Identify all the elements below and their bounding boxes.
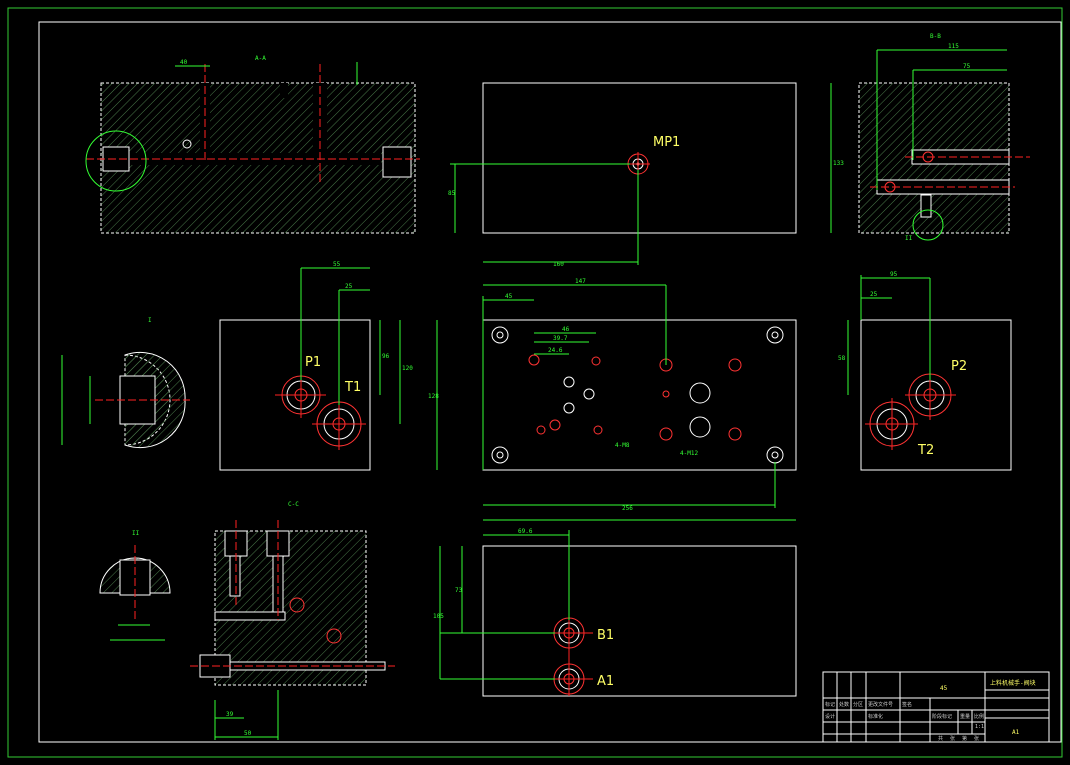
bb-dim-75: 75 xyxy=(963,63,971,70)
tb-mid-0: 阶段标记 xyxy=(932,713,952,720)
cc-dim-50: 50 xyxy=(244,730,252,737)
label-p2: P2 xyxy=(951,359,967,374)
tb-row-3: 更改文件号 xyxy=(868,701,893,708)
right-dim-58: 58 xyxy=(838,355,846,362)
section-aa: A-A 40 xyxy=(85,55,420,234)
tb-bot-0: 共 xyxy=(938,735,943,742)
aa-dim-40: 40 xyxy=(180,59,188,66)
tb-mid-2: 比例 xyxy=(974,713,984,720)
inner-border xyxy=(38,21,1062,743)
left-dim-120: 120 xyxy=(402,365,413,372)
tb-sheet: A1 xyxy=(1012,729,1020,736)
tb-bot-2: 第 xyxy=(962,735,967,742)
bb-dim-115: 115 xyxy=(948,43,959,50)
front-view: 147 45 46 39.7 24.6 128 256 4-M8 4-M12 xyxy=(428,278,797,512)
outer-border xyxy=(7,7,1063,758)
tb-mid-1: 重量 xyxy=(960,713,970,720)
cc-dim-39: 39 xyxy=(226,711,234,718)
detail-1: I xyxy=(61,317,190,449)
bottom-dim-73: 73 xyxy=(455,587,463,594)
tb-bot-1: 张 xyxy=(950,735,955,742)
front-dim-4m12: 4-M12 xyxy=(680,450,698,457)
label-b1: B1 xyxy=(597,628,614,643)
front-dim-24-6: 24.6 xyxy=(548,347,563,354)
tb-row-2: 分区 xyxy=(853,701,863,708)
detail-2-title: II xyxy=(132,530,140,537)
tb-scale: 1:1 xyxy=(975,724,984,730)
top-dim-133: 133 xyxy=(833,160,844,167)
label-t2: T2 xyxy=(917,443,934,458)
tb-row-1: 处数 xyxy=(839,701,849,708)
section-cc: C-C 39 50 xyxy=(190,501,395,740)
left-dim-96: 96 xyxy=(382,353,390,360)
label-mp1: MP1 xyxy=(653,135,680,150)
section-bb: B-B 115 75 II xyxy=(858,33,1030,242)
left-view: P1 T1 55 25 96 120 xyxy=(219,261,413,471)
tb-row-2-0: 设计 xyxy=(825,713,835,720)
left-dim-25: 25 xyxy=(345,283,353,290)
bottom-dim-69-6: 69.6 xyxy=(518,528,533,535)
bottom-view: B1 A1 69.6 73 105 xyxy=(433,519,797,697)
bb-title: B-B xyxy=(930,33,941,40)
front-dim-39-7: 39.7 xyxy=(553,335,568,342)
front-dim-256: 256 xyxy=(622,505,633,512)
mp1-dim-160: 160 xyxy=(553,261,564,268)
label-p1: P1 xyxy=(305,355,321,370)
front-dim-147: 147 xyxy=(575,278,586,285)
front-dim-45: 45 xyxy=(505,293,513,300)
bb-detail-2: II xyxy=(905,235,913,242)
tb-title: 上料机械手-阀块 xyxy=(990,679,1036,687)
front-dim-128: 128 xyxy=(428,393,439,400)
label-t1: T1 xyxy=(344,380,361,395)
cc-title: C-C xyxy=(288,501,299,508)
detail-2: II xyxy=(99,530,171,641)
title-block: 45 上料机械手-阀块 A1 1:1 标记 处数 分区 更改文件号 签名 设计 … xyxy=(822,671,1050,743)
bottom-dim-105: 105 xyxy=(433,613,444,620)
tb-row-2-1: 标准化 xyxy=(868,713,883,720)
right-view: P2 T2 95 25 58 xyxy=(838,271,1012,471)
detail-1-title: I xyxy=(148,317,152,324)
top-view: MP1 85 160 133 xyxy=(448,82,844,268)
front-dim-46: 46 xyxy=(562,326,570,333)
aa-title: A-A xyxy=(255,55,266,62)
mp1-dim-85: 85 xyxy=(448,190,456,197)
tb-material: 45 xyxy=(940,685,948,692)
label-a1: A1 xyxy=(597,674,614,689)
right-dim-95: 95 xyxy=(890,271,898,278)
front-dim-4m8: 4-M8 xyxy=(615,442,630,449)
tb-row-4: 签名 xyxy=(902,701,912,708)
tb-bot-3: 张 xyxy=(974,735,979,742)
tb-row-0: 标记 xyxy=(825,701,835,708)
right-dim-25: 25 xyxy=(870,291,878,298)
left-dim-55: 55 xyxy=(333,261,341,268)
